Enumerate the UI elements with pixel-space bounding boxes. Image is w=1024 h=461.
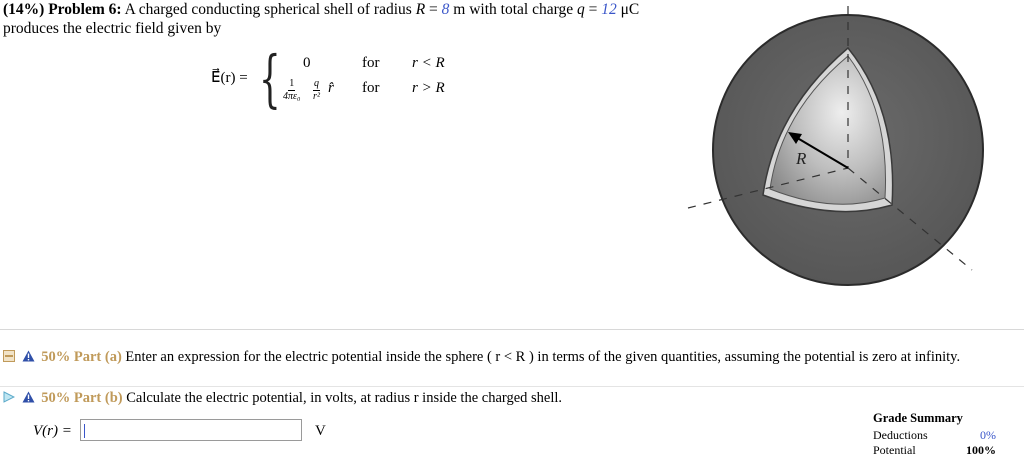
part-divider <box>0 386 1024 387</box>
warning-icon <box>22 349 35 368</box>
potential-value: 100% <box>966 443 996 457</box>
case1-value: 0 <box>303 55 311 71</box>
warning-icon <box>22 391 35 408</box>
answer-input[interactable] <box>80 419 302 441</box>
potential-row: Potential 100% <box>873 443 996 458</box>
unit-vector-rhat: r̂ <box>328 80 334 96</box>
wedge-interior <box>769 55 886 205</box>
fraction2-denominator: r² <box>313 91 320 102</box>
deductions-value: 0% <box>980 428 996 442</box>
radius-arrowhead <box>788 132 802 144</box>
radius-arrow-line <box>793 135 849 169</box>
equals-sign-2: = <box>588 1 598 18</box>
text-caret <box>84 424 85 438</box>
deductions-row: Deductions 0% <box>873 428 996 443</box>
diagonal-axis <box>847 167 973 271</box>
radius-label: R <box>795 149 807 168</box>
spherical-shell-figure: R <box>687 6 984 286</box>
problem-text: A charged conducting spherical shell of … <box>124 1 412 18</box>
charge-symbol: q <box>576 1 585 18</box>
for-label-1: for <box>362 55 380 71</box>
grade-summary-title: Grade Summary <box>873 411 963 425</box>
part-b-text: Calculate the electric potential, in vol… <box>126 390 563 406</box>
part-a-text: Enter an expression for the electric pot… <box>125 349 961 365</box>
fraction1-denominator: 4πε₀ <box>283 91 301 102</box>
radius-value: 8 <box>441 1 450 18</box>
deductions-label: Deductions <box>873 428 928 442</box>
left-brace: { <box>259 42 281 115</box>
radius-symbol: R <box>415 1 426 18</box>
problem-statement-line2: produces the electric field given by <box>3 20 222 37</box>
problem-label: Problem 6: <box>48 1 122 18</box>
condition-outside: r > R <box>412 80 445 96</box>
potential-label: Potential <box>873 443 916 457</box>
section-divider <box>0 329 1024 330</box>
part-a-percent: 50% Part (a) <box>41 349 122 365</box>
problem-statement: (14%) Problem 6: A charged conducting sp… <box>3 1 639 19</box>
equals-sign: = <box>429 1 438 18</box>
fraction-coulomb-constant: 1 4πε₀ <box>283 79 300 102</box>
charge-unit: μC <box>620 1 640 18</box>
part-b-percent: 50% Part (b) <box>41 390 123 406</box>
charge-value: 12 <box>601 1 617 18</box>
fraction2-numerator: q <box>313 78 320 91</box>
part-a-expand-icon[interactable] <box>3 349 15 368</box>
field-lhs: E⃗(r) = <box>211 70 248 86</box>
for-label-2: for <box>362 80 380 96</box>
answer-label-text: V(r) = <box>33 423 72 439</box>
answer-unit: V <box>315 423 326 439</box>
horizontal-axis <box>687 167 849 209</box>
part-b[interactable]: 50% Part (b) Calculate the electric pote… <box>3 390 562 408</box>
answer-label: V(r) = <box>33 423 72 440</box>
part-a[interactable]: 50% Part (a) Enter an expression for the… <box>3 348 1008 368</box>
fraction-q-over-r2: q r² <box>313 79 320 102</box>
problem-weight: (14%) <box>3 1 45 18</box>
condition-inside: r < R <box>412 55 445 71</box>
radius-unit: m with total charge <box>453 1 574 18</box>
part-b-play-icon[interactable] <box>3 391 16 408</box>
fraction1-numerator: 1 <box>288 78 296 91</box>
